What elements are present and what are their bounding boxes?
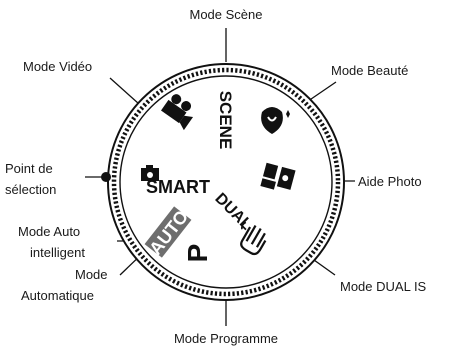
dial-smart-label: SMART [146,177,210,197]
hand-shake-icon [240,221,267,256]
camera-icon [141,165,159,181]
callout-scene: Mode Scène [190,7,263,22]
callout-video: Mode Vidéo [23,59,92,74]
dial-scene-label: SCENE [216,91,235,150]
callout-program: Mode Programme [174,331,278,346]
photo-help-icon [260,162,296,190]
selection-point-dot [101,172,111,182]
beauty-face-icon [261,107,290,134]
callout-smart-auto-line1: Mode Auto [18,224,80,239]
callout-dual-is: Mode DUAL IS [340,279,427,294]
dial-knurl [111,67,341,297]
callout-photo-help: Aide Photo [358,174,422,189]
callout-smart-auto-line2: intelligent [30,245,85,260]
callout-select-point-line1: Point de [5,161,53,176]
dial-program-label: P [182,244,213,263]
callout-auto-line1: Mode [75,267,108,282]
callout-select-point-line2: sélection [5,182,56,197]
callout-auto-line2: Automatique [21,288,94,303]
callout-beauty: Mode Beauté [331,63,408,78]
video-camera-icon [161,94,194,131]
